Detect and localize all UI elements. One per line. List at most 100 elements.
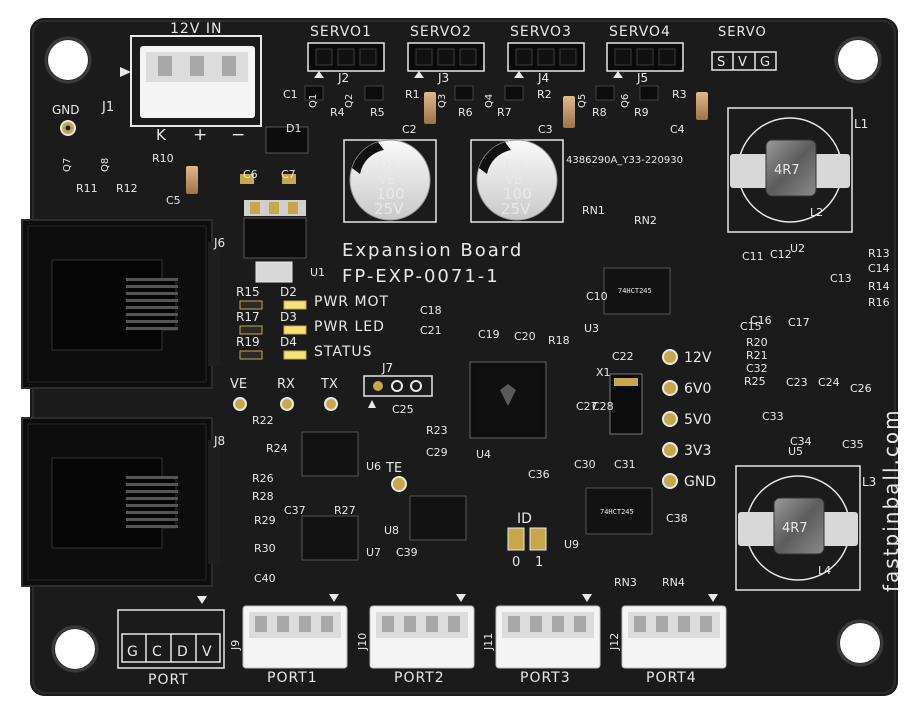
port-ref: J12 <box>608 633 621 651</box>
servo-header-ref: J4 <box>537 71 549 85</box>
ref-label: C37 <box>284 504 306 517</box>
ref-label: C3 <box>538 123 553 136</box>
driver-chips <box>301 431 467 561</box>
ethernet-jack-2[interactable] <box>21 417 220 587</box>
ref-label: C14 <box>868 262 890 275</box>
servo-legend-pin-g: G <box>760 55 770 70</box>
ref-label: R1 <box>405 88 420 101</box>
ref-label: C23 <box>786 376 808 389</box>
rail-pad-1[interactable] <box>662 349 678 365</box>
cap-code: D2 <box>378 158 398 174</box>
serial-header-j7[interactable] <box>363 375 433 408</box>
ref-label: Q8 <box>100 158 111 172</box>
power-in-pin-minus: − <box>231 125 245 145</box>
ref-label: U4 <box>476 448 491 461</box>
ref-label: R14 <box>868 280 890 293</box>
svg-text:74HCT245: 74HCT245 <box>600 508 634 516</box>
id-jumper-pads[interactable] <box>507 527 547 551</box>
port-label: PORT4 <box>646 670 697 686</box>
serial-pad-1[interactable] <box>233 397 247 411</box>
id-jumper-pad-1: 1 <box>535 555 543 570</box>
ref-label: U1 <box>310 266 325 279</box>
ref-label: C2 <box>402 123 417 136</box>
rail-pad-4[interactable] <box>662 442 678 458</box>
power-in-connector[interactable] <box>120 35 262 127</box>
ref-label: R30 <box>254 542 276 555</box>
led-ref: D4 <box>280 335 297 349</box>
serial-pad-2[interactable] <box>280 397 294 411</box>
te-test-pad[interactable] <box>391 476 407 492</box>
ref-label: C11 <box>742 250 764 263</box>
ref-label: R4 <box>330 106 345 119</box>
ref-label: C38 <box>666 512 688 525</box>
power-in-ref: J1 <box>101 100 114 115</box>
ref-label: C35 <box>842 438 864 451</box>
rail-label: 5V0 <box>684 412 711 428</box>
cap-voltage: 25V <box>501 200 531 218</box>
port-connector-4[interactable] <box>621 594 727 669</box>
ref-label: U9 <box>564 538 579 551</box>
power-in-pin-k: K <box>156 126 167 144</box>
port-connector-2[interactable] <box>369 594 475 669</box>
servo-header-ref: J5 <box>636 71 648 85</box>
ethernet-jack-ref: J6 <box>213 236 225 250</box>
ref-label: X1 <box>596 366 611 379</box>
website-label: fastpinball.com <box>879 408 903 592</box>
ref-label: Q4 <box>484 94 495 108</box>
led-1 <box>283 300 307 310</box>
rail-pad-5[interactable] <box>662 473 678 489</box>
ref-label: C33 <box>762 410 784 423</box>
ref-label: C21 <box>420 324 442 337</box>
servo-header-3[interactable] <box>507 42 585 78</box>
ref-label: R9 <box>634 106 649 119</box>
rail-pad-2[interactable] <box>662 380 678 396</box>
rail-label: GND <box>684 474 716 490</box>
port-legend-pin-g: G <box>127 644 138 660</box>
chip-u3: 74HCT245 <box>603 267 671 315</box>
port-connector-1[interactable] <box>242 594 348 669</box>
serial-pad-label: RX <box>277 377 295 392</box>
servo-header-label: SERVO2 <box>410 24 472 40</box>
te-label: TE <box>385 461 402 476</box>
servo-header-2[interactable] <box>407 42 485 78</box>
id-jumper-pad-0: 0 <box>512 555 520 570</box>
ref-label: RN2 <box>634 214 657 227</box>
serial-pad-3[interactable] <box>324 397 338 411</box>
ref-label: C28 <box>592 400 614 413</box>
led-ref: D3 <box>280 310 297 324</box>
ref-label: R22 <box>252 414 274 427</box>
port-connector-3[interactable] <box>495 594 601 669</box>
ref-label: C29 <box>426 446 448 459</box>
servo-header-label: SERVO3 <box>510 24 572 40</box>
servo-header-1[interactable] <box>307 42 385 78</box>
ref-label: C39 <box>396 546 418 559</box>
port-legend-pin-c: C <box>152 644 162 660</box>
ref-label: Q1 <box>308 94 319 108</box>
svg-text:74HCT245: 74HCT245 <box>618 287 652 295</box>
ref-label: U3 <box>584 322 599 335</box>
cap-code: D2 <box>505 158 525 174</box>
led-label: STATUS <box>314 344 373 360</box>
cap-series: VE <box>505 173 522 188</box>
rail-label: 6V0 <box>684 381 711 397</box>
ref-label: U6 <box>366 460 381 473</box>
inductor-value: 4R7 <box>782 521 808 536</box>
ref-label: C10 <box>586 290 608 303</box>
ref-label: R16 <box>868 296 890 309</box>
ref-label: C22 <box>612 350 634 363</box>
ref-label: C17 <box>788 316 810 329</box>
ethernet-jack-ref: J8 <box>213 434 225 448</box>
servo-header-4[interactable] <box>606 42 684 78</box>
inductor-ref: L1 <box>854 117 868 131</box>
ref-label: R12 <box>116 182 138 195</box>
mounting-holes <box>44 36 884 673</box>
ref-label: R5 <box>370 106 385 119</box>
ethernet-jack-1[interactable] <box>21 219 220 389</box>
port-legend-box <box>117 596 225 669</box>
rail-pad-3[interactable] <box>662 411 678 427</box>
cap-series: VE <box>378 173 395 188</box>
